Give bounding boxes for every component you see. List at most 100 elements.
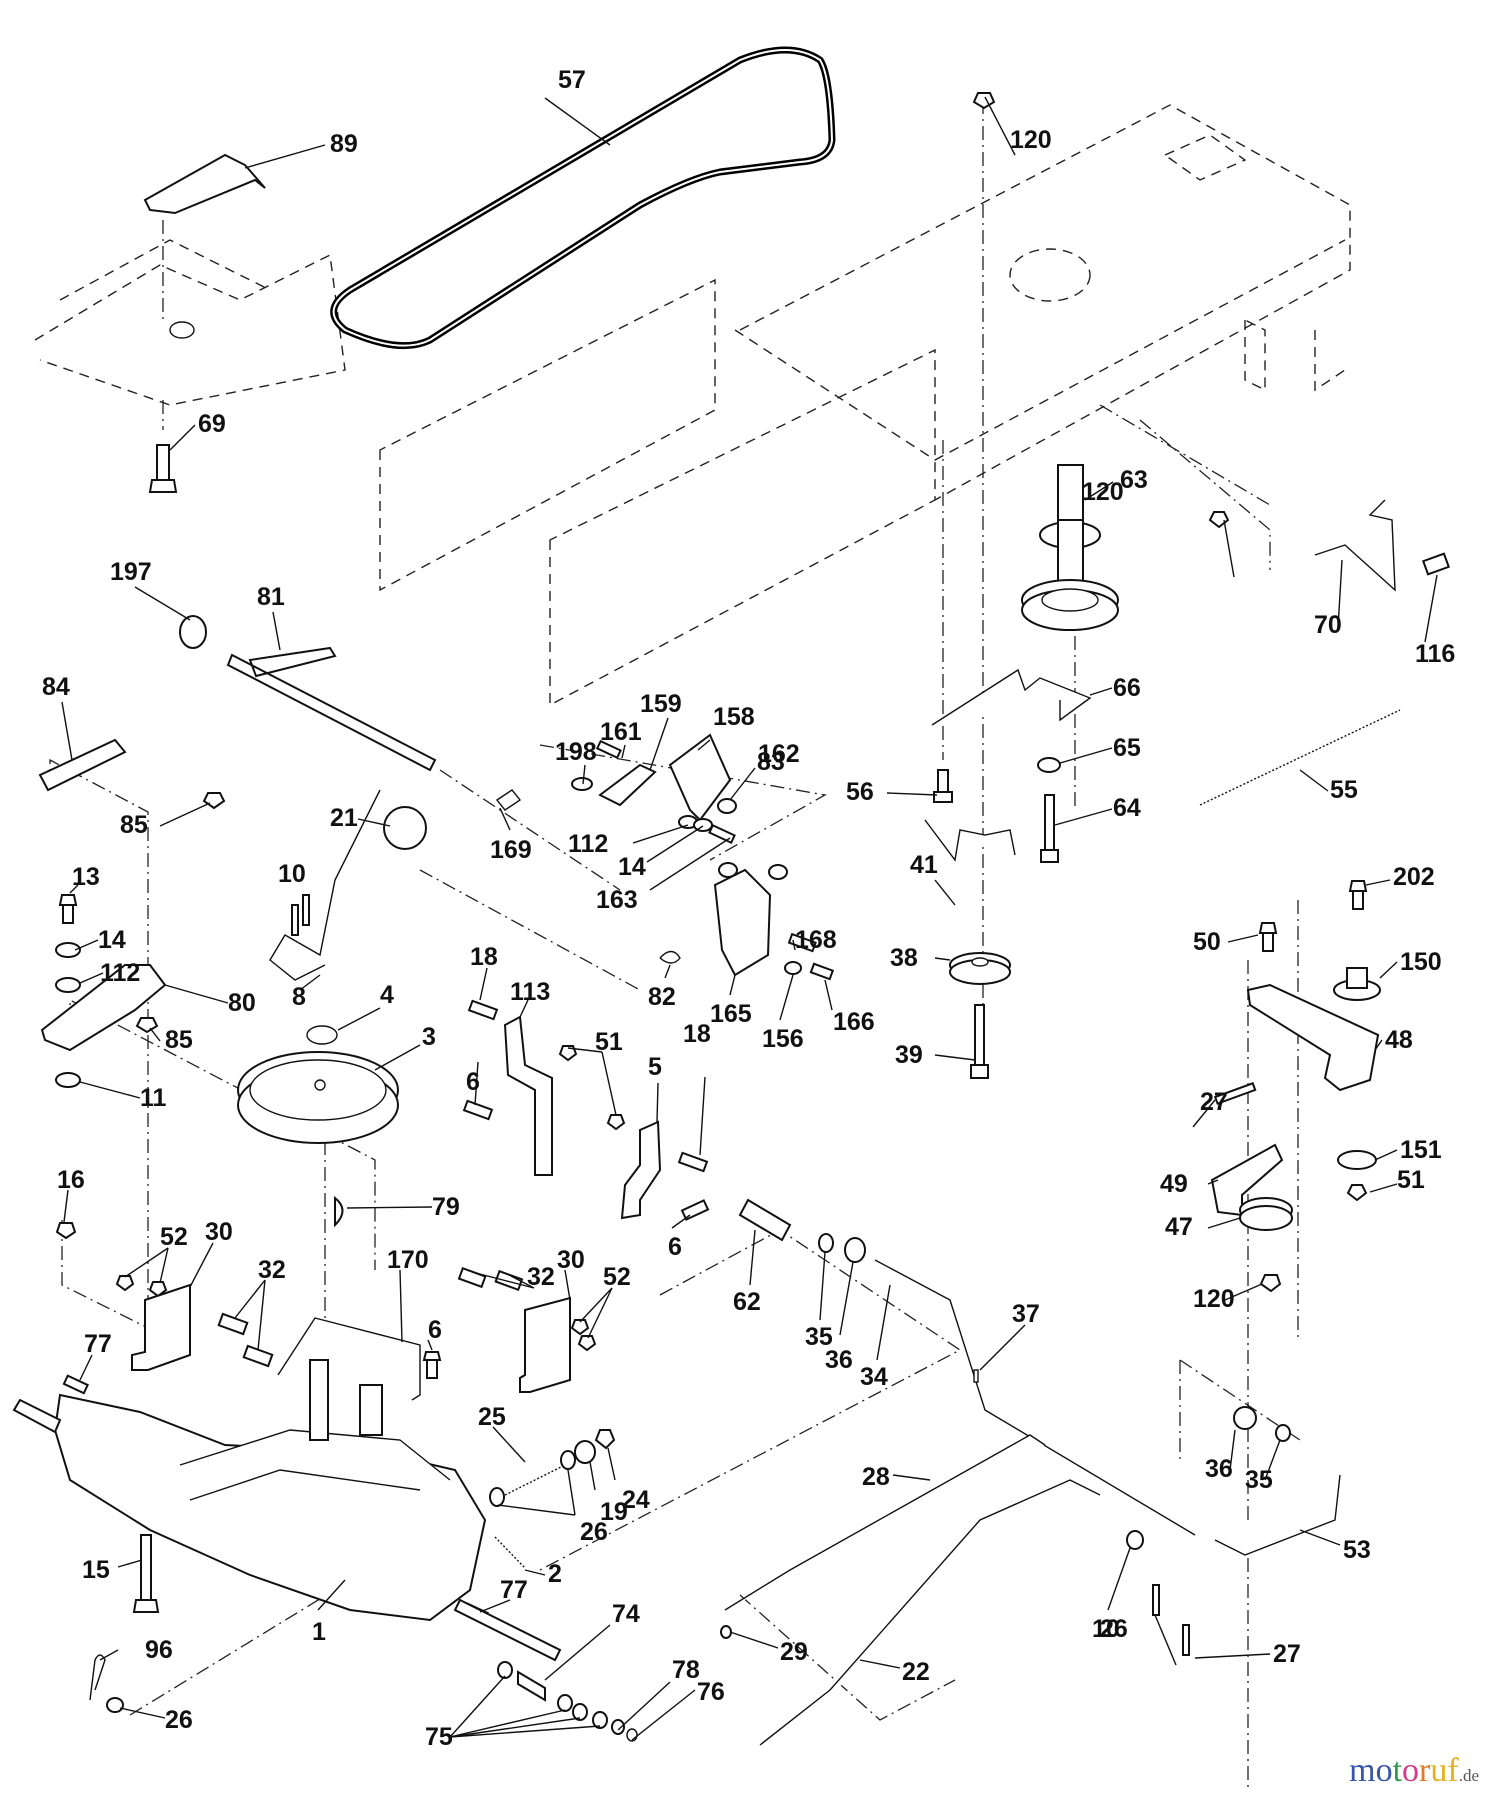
- callout-6-1: 6: [466, 1068, 480, 1096]
- callout-120-3: 120: [1193, 1285, 1235, 1313]
- washer-83b: [768, 864, 788, 880]
- washer-78: [611, 1719, 625, 1735]
- washer-65: [1037, 757, 1061, 773]
- spring-2: [494, 1536, 526, 1569]
- callout-15: 15: [82, 1556, 110, 1584]
- callout-2: 2: [548, 1560, 562, 1588]
- callout-150: 150: [1400, 948, 1442, 976]
- callout-197: 197: [110, 558, 152, 586]
- washer-112: [55, 977, 81, 993]
- callout-66: 66: [1113, 674, 1141, 702]
- callout-85-2: 85: [165, 1026, 193, 1054]
- shift-plate: [143, 153, 266, 215]
- callout-48: 48: [1385, 1026, 1413, 1054]
- callout-75: 75: [425, 1723, 453, 1751]
- callout-34: 34: [860, 1363, 888, 1391]
- callout-83: 83: [757, 748, 785, 776]
- bolt-32-c: [457, 1266, 487, 1289]
- callout-51-2: 51: [1397, 1166, 1425, 1194]
- bracket-30-left: [131, 1283, 191, 1371]
- callout-27-1: 27: [1200, 1088, 1228, 1116]
- callout-169: 169: [490, 836, 532, 864]
- watermark-letter: f: [1447, 1752, 1459, 1789]
- rod-170: [277, 1317, 421, 1401]
- callout-80: 80: [228, 989, 256, 1017]
- cotter-pin-10-right: [1152, 1584, 1160, 1616]
- callout-37: 37: [1012, 1300, 1040, 1328]
- belt-keeper-66: [931, 668, 1092, 726]
- callout-8: 8: [292, 983, 306, 1011]
- callout-82: 82: [648, 983, 676, 1011]
- washer-36-right: [1233, 1406, 1257, 1430]
- callout-165: 165: [710, 1000, 752, 1028]
- spring-82: [659, 950, 681, 964]
- callout-77-2: 77: [500, 1576, 528, 1604]
- bolt-18-right: [677, 1151, 709, 1173]
- washer-26-b: [560, 1450, 576, 1470]
- callout-159: 159: [640, 690, 682, 718]
- nut-85-lower: [135, 1017, 159, 1034]
- key-79: [334, 1195, 344, 1228]
- callout-22: 22: [902, 1658, 930, 1686]
- hairpin-96: [89, 1654, 106, 1701]
- callout-39: 39: [895, 1041, 923, 1069]
- nut-52-a: [115, 1275, 135, 1292]
- callout-6-2: 6: [668, 1233, 682, 1261]
- callout-57: 57: [558, 66, 586, 94]
- nut-162: [717, 798, 737, 814]
- callout-120-2: 120: [1082, 478, 1124, 506]
- washer-75-c: [572, 1703, 588, 1721]
- callout-69: 69: [198, 410, 226, 438]
- washer-198: [571, 777, 593, 791]
- watermark-letter: o: [1375, 1752, 1393, 1789]
- callout-51-1: 51: [595, 1028, 623, 1056]
- callout-112-1: 112: [568, 830, 608, 858]
- bolt-202: [1348, 880, 1368, 910]
- callout-70: 70: [1314, 611, 1342, 639]
- callout-166: 166: [833, 1008, 875, 1036]
- cap-29: [720, 1625, 732, 1639]
- bushing-35-right: [1275, 1424, 1291, 1442]
- callout-52-1: 52: [160, 1223, 188, 1251]
- callout-63: 63: [1120, 466, 1148, 494]
- callout-47: 47: [1165, 1213, 1193, 1241]
- bolt-161: [595, 739, 622, 760]
- callout-4: 4: [380, 981, 394, 1009]
- callout-78: 78: [672, 1656, 700, 1684]
- washer-14-mid: [693, 818, 713, 832]
- bracket-159: [598, 763, 657, 807]
- callout-162: 162: [758, 740, 800, 768]
- callout-113: 113: [510, 978, 550, 1006]
- bracket-113: [503, 1015, 553, 1176]
- washer-156: [784, 961, 802, 975]
- callout-89: 89: [330, 130, 358, 158]
- nut-51-right: [1346, 1184, 1368, 1202]
- nut-85-upper: [202, 792, 226, 810]
- bolt-6-a: [462, 1099, 494, 1121]
- callout-16: 16: [57, 1166, 85, 1194]
- bolt-166: [809, 962, 835, 981]
- callout-161: 161: [600, 718, 642, 746]
- rod-53: [1214, 1474, 1341, 1556]
- belt-guide-70: [1314, 499, 1396, 592]
- callout-30-2: 30: [557, 1246, 585, 1274]
- callout-26-1: 26: [580, 1518, 608, 1546]
- bushing-197: [179, 615, 207, 649]
- washer-75-a: [497, 1661, 513, 1679]
- callout-35-2: 35: [1245, 1466, 1273, 1494]
- callout-65: 65: [1113, 734, 1141, 762]
- callout-18-1: 18: [470, 943, 498, 971]
- callout-77-1: 77: [84, 1330, 112, 1358]
- bolt-116: [1421, 552, 1451, 576]
- watermark-letter: o: [1402, 1752, 1420, 1789]
- callout-120-1: 120: [1010, 126, 1052, 154]
- callout-76: 76: [697, 1678, 725, 1706]
- bolt-18-left: [467, 999, 499, 1021]
- callout-41: 41: [910, 851, 938, 879]
- nut-51-lower: [606, 1114, 626, 1131]
- link-84: [38, 738, 127, 792]
- callout-28: 28: [862, 1463, 890, 1491]
- watermark-letter: t: [1392, 1752, 1403, 1789]
- plate-158: [668, 733, 732, 822]
